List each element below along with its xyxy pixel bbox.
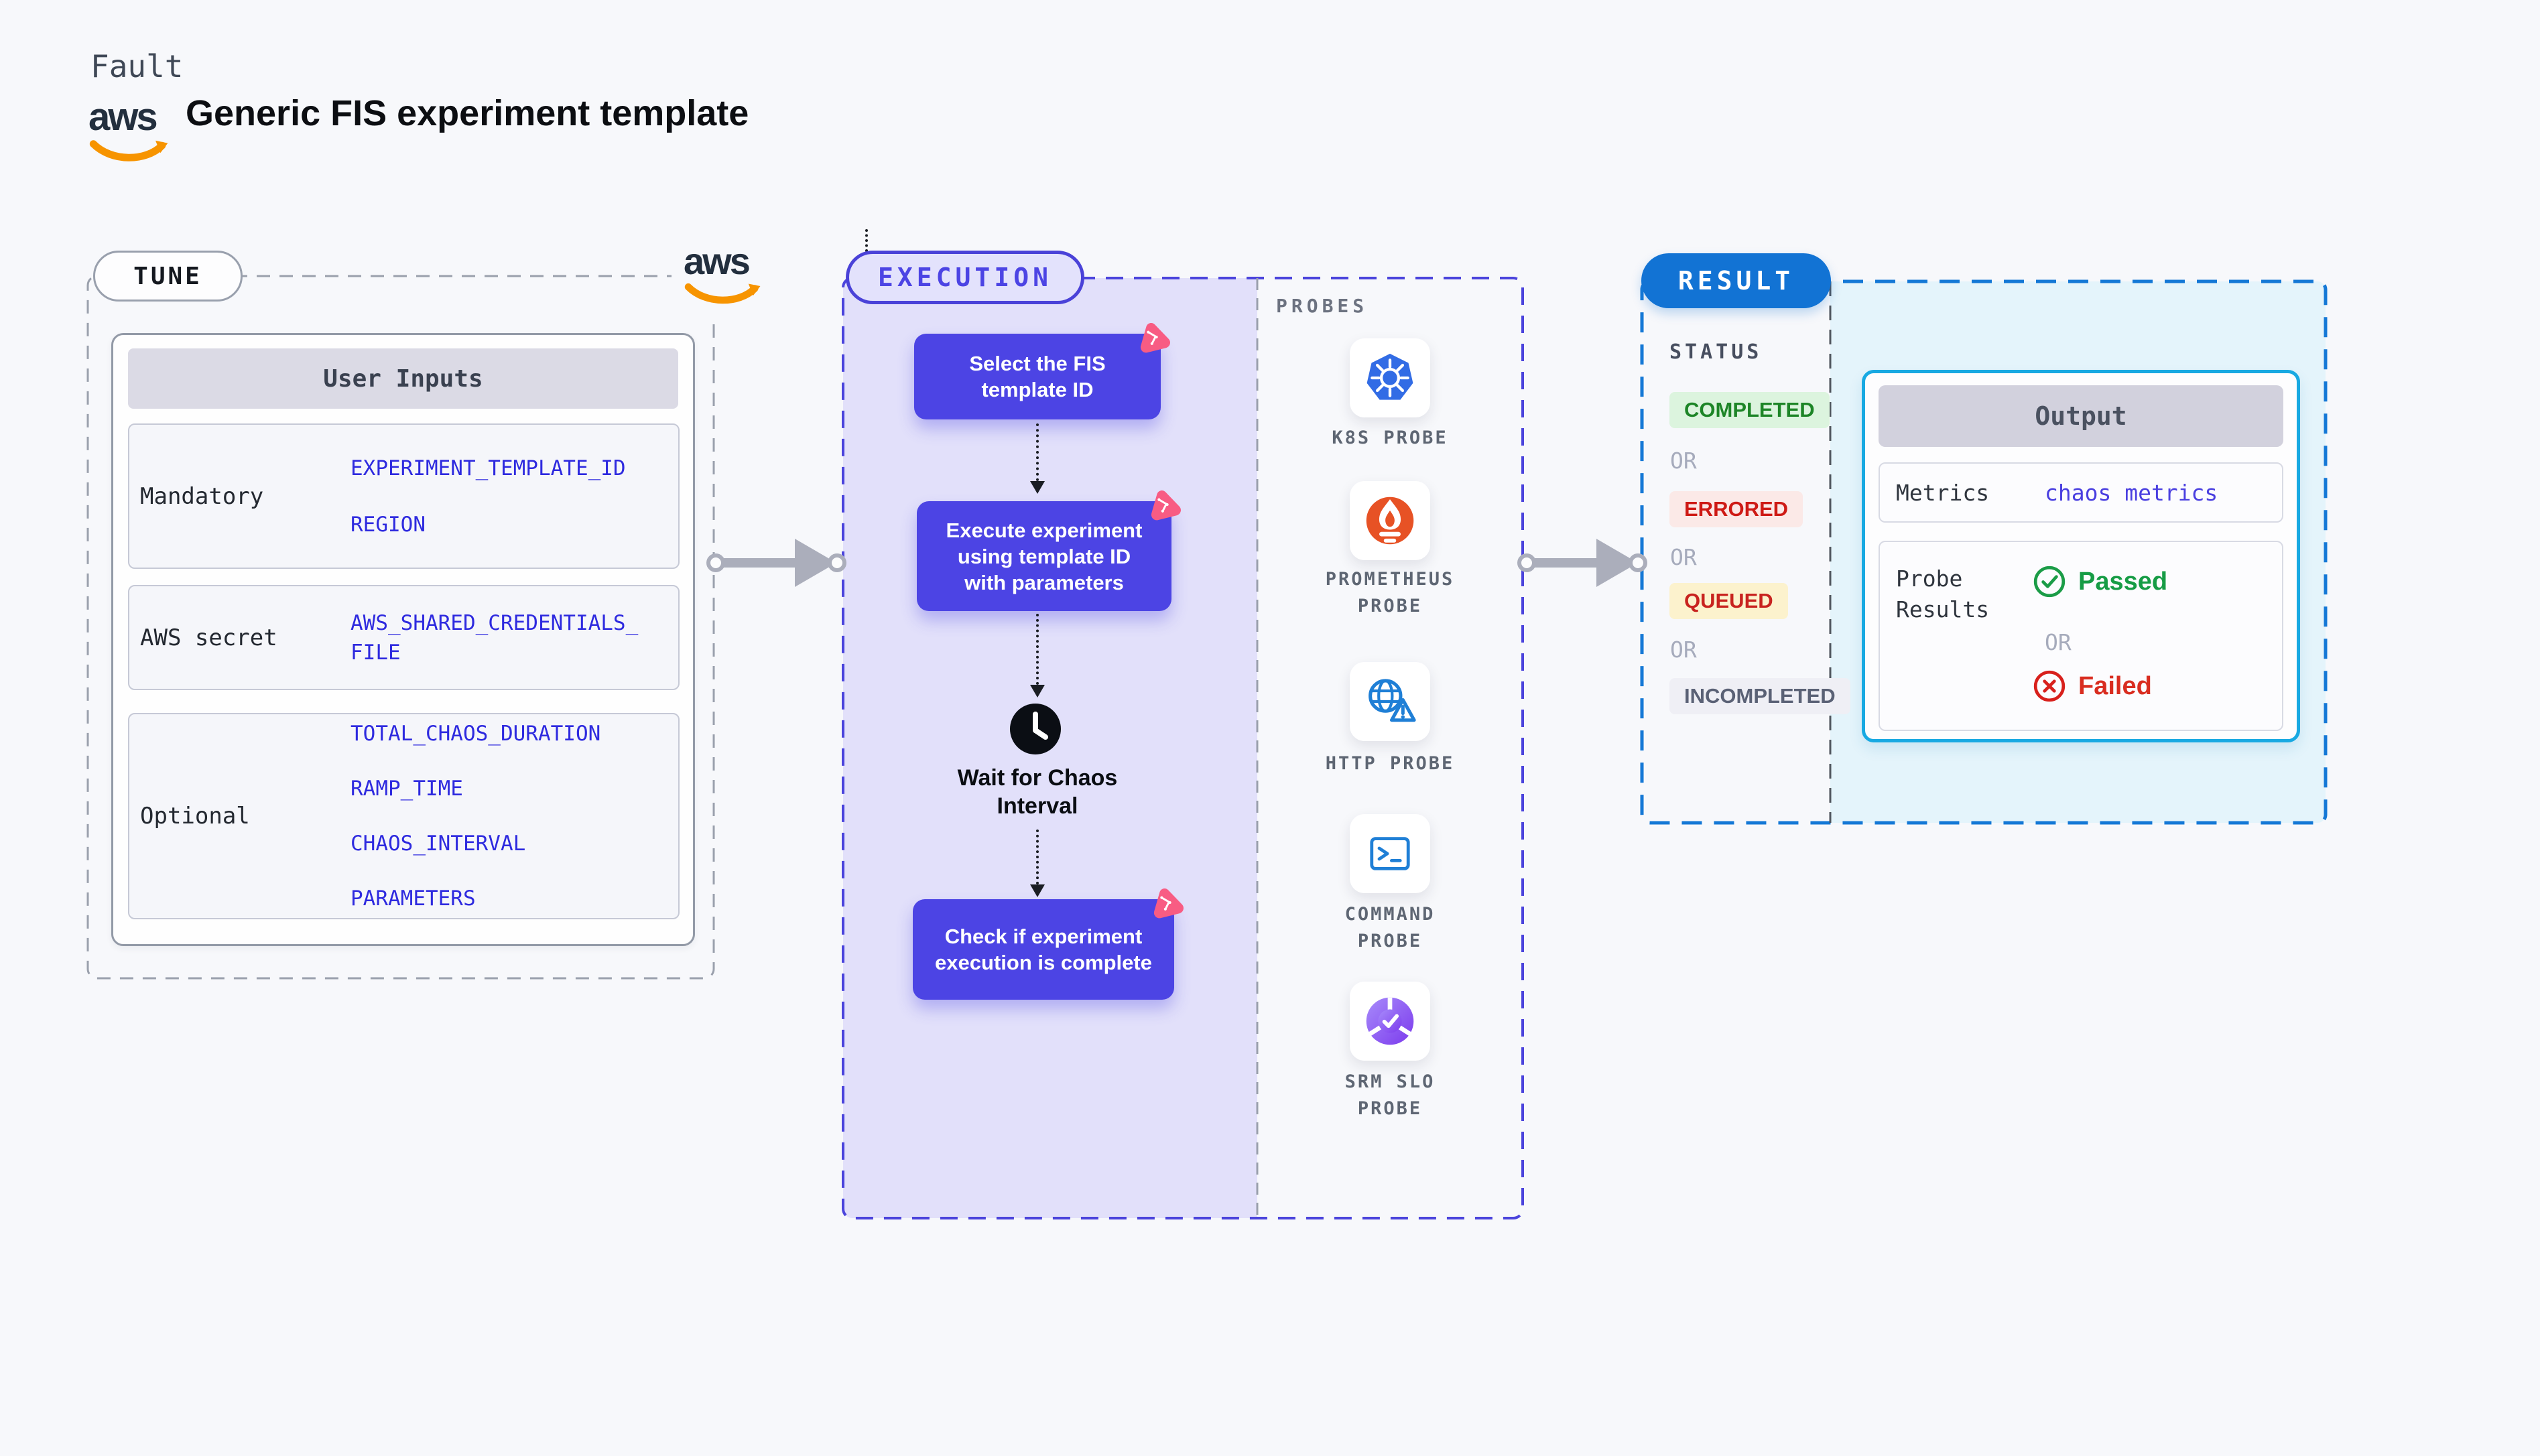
- clock-icon: [1010, 704, 1061, 754]
- aws-logo-text: aws: [684, 240, 751, 282]
- env-var: RAMP_TIME: [351, 777, 463, 801]
- probe-card-k8s: [1350, 338, 1430, 417]
- table-row-optional: Optional TOTAL_CHAOS_DURATION RAMP_TIME …: [128, 713, 680, 919]
- step-select-template: Select the FIS template ID: [914, 323, 1170, 419]
- aws-smile-icon: [89, 140, 168, 161]
- step-label: Check if experiment execution is complet…: [935, 925, 1152, 974]
- row-label: AWS secret: [140, 624, 277, 651]
- output-card: Output Metrics chaos metrics Probe Resul…: [1862, 370, 2300, 742]
- tune-badge: TUNE: [93, 251, 243, 302]
- status-badge-incompleted: INCOMPLETED: [1669, 678, 1850, 714]
- env-var: REGION: [351, 512, 426, 537]
- terminal-icon: [1370, 837, 1410, 870]
- probe-results-label: Probe Results: [1896, 566, 1990, 622]
- chaos-pink-icon: [1153, 888, 1184, 919]
- brand-label: Fault: [90, 48, 184, 84]
- result-badge: RESULT: [1641, 253, 1831, 308]
- row-label: Mandatory: [140, 482, 264, 510]
- row-label: Optional: [140, 803, 250, 830]
- or-label: OR: [1670, 637, 1697, 663]
- env-var: AWS_SHARED_CREDENTIALS_FILE: [351, 610, 639, 665]
- status-badge-errored: ERRORED: [1669, 491, 1803, 527]
- env-var: TOTAL_CHAOS_DURATION: [351, 722, 601, 746]
- execution-badge-label: EXECUTION: [878, 263, 1052, 292]
- tune-aws-logo: aws: [684, 243, 764, 310]
- execution-badge: EXECUTION: [846, 251, 1084, 304]
- probe-card-command: [1350, 814, 1430, 893]
- metrics-row: Metrics chaos metrics: [1879, 462, 2283, 523]
- flow-arrow: [1036, 614, 1039, 685]
- row-values: AWS_SHARED_CREDENTIALS_FILE: [351, 608, 639, 667]
- status-badge-queued: QUEUED: [1669, 583, 1788, 619]
- output-title: Output: [2035, 401, 2127, 431]
- prometheus-icon: [1366, 497, 1414, 545]
- aws-logo: aws: [88, 98, 172, 168]
- page-title: Generic FIS experiment template: [186, 93, 749, 133]
- kubernetes-icon: [1367, 353, 1413, 400]
- env-var: CHAOS_INTERVAL: [351, 832, 526, 856]
- status-title: STATUS: [1669, 340, 1763, 364]
- chaos-pink-icon: [1140, 323, 1170, 353]
- env-var: PARAMETERS: [351, 886, 476, 911]
- or-label: OR: [1670, 544, 1697, 570]
- failed-cross-icon: [2033, 670, 2066, 702]
- probe-label: K8S PROBE: [1332, 427, 1448, 448]
- step-check-complete: Check if experiment execution is complet…: [913, 888, 1184, 1000]
- aws-logo-text: aws: [88, 95, 158, 139]
- passed-check-icon: [2033, 566, 2066, 598]
- aws-smile-icon: [684, 283, 761, 304]
- passed-item: Passed: [2033, 565, 2167, 598]
- table-row-mandatory: Mandatory EXPERIMENT_TEMPLATE_ID REGION: [128, 423, 680, 569]
- wait-label: Wait for Chaos Interval: [957, 765, 1118, 819]
- user-inputs-title: User Inputs: [323, 365, 483, 393]
- probe-card-srm-slo: [1350, 982, 1430, 1061]
- flow-arrowhead: [1030, 685, 1045, 698]
- or-label: OR: [1670, 448, 1697, 474]
- probes-title: PROBES: [1276, 295, 1369, 317]
- row-values: EXPERIMENT_TEMPLATE_ID REGION: [351, 454, 626, 539]
- tune-badge-label: TUNE: [133, 262, 202, 290]
- chaos-pink-icon: [1151, 490, 1181, 521]
- flow-arrow: [1036, 423, 1039, 481]
- failed-label: Failed: [2078, 671, 2152, 700]
- user-inputs-header: User Inputs: [128, 348, 678, 409]
- probe-label: HTTP PROBE: [1325, 753, 1455, 774]
- step-execute-experiment: Execute experiment using template ID wit…: [917, 490, 1181, 611]
- probe-label: SRM SLO PROBE: [1344, 1071, 1436, 1119]
- output-header: Output: [1879, 385, 2283, 447]
- metrics-label: Metrics: [1896, 479, 1990, 506]
- probe-card-http: [1350, 662, 1430, 741]
- probe-label: COMMAND PROBE: [1344, 904, 1436, 951]
- flow-arrow: [1036, 830, 1039, 884]
- env-var: EXPERIMENT_TEMPLATE_ID: [351, 456, 626, 480]
- flow-arrowhead: [1030, 884, 1045, 897]
- status-badge-completed: COMPLETED: [1669, 392, 1830, 428]
- step-label: Execute experiment using template ID wit…: [946, 518, 1143, 594]
- row-values: TOTAL_CHAOS_DURATION RAMP_TIME CHAOS_INT…: [351, 719, 600, 913]
- passed-label: Passed: [2078, 567, 2168, 596]
- execution-top-stub: [865, 229, 868, 252]
- user-inputs-card: User Inputs Mandatory EXPERIMENT_TEMPLAT…: [111, 333, 695, 946]
- probe-card-prometheus: [1350, 481, 1430, 560]
- probe-results-row: Probe Results Passed OR Failed: [1879, 541, 2283, 731]
- metrics-value: chaos metrics: [2045, 479, 2218, 506]
- flow-arrowhead: [1030, 481, 1045, 494]
- table-row-aws-secret: AWS secret AWS_SHARED_CREDENTIALS_FILE: [128, 585, 680, 690]
- failed-item: Failed: [2033, 669, 2152, 703]
- slo-donut-check-icon: [1366, 997, 1414, 1045]
- globe-warning-icon: [1369, 679, 1416, 722]
- result-badge-label: RESULT: [1677, 266, 1795, 295]
- step-label: Select the FIS template ID: [969, 352, 1106, 401]
- or-label: OR: [2045, 629, 2072, 655]
- probe-label: PROMETHEUS PROBE: [1325, 569, 1455, 616]
